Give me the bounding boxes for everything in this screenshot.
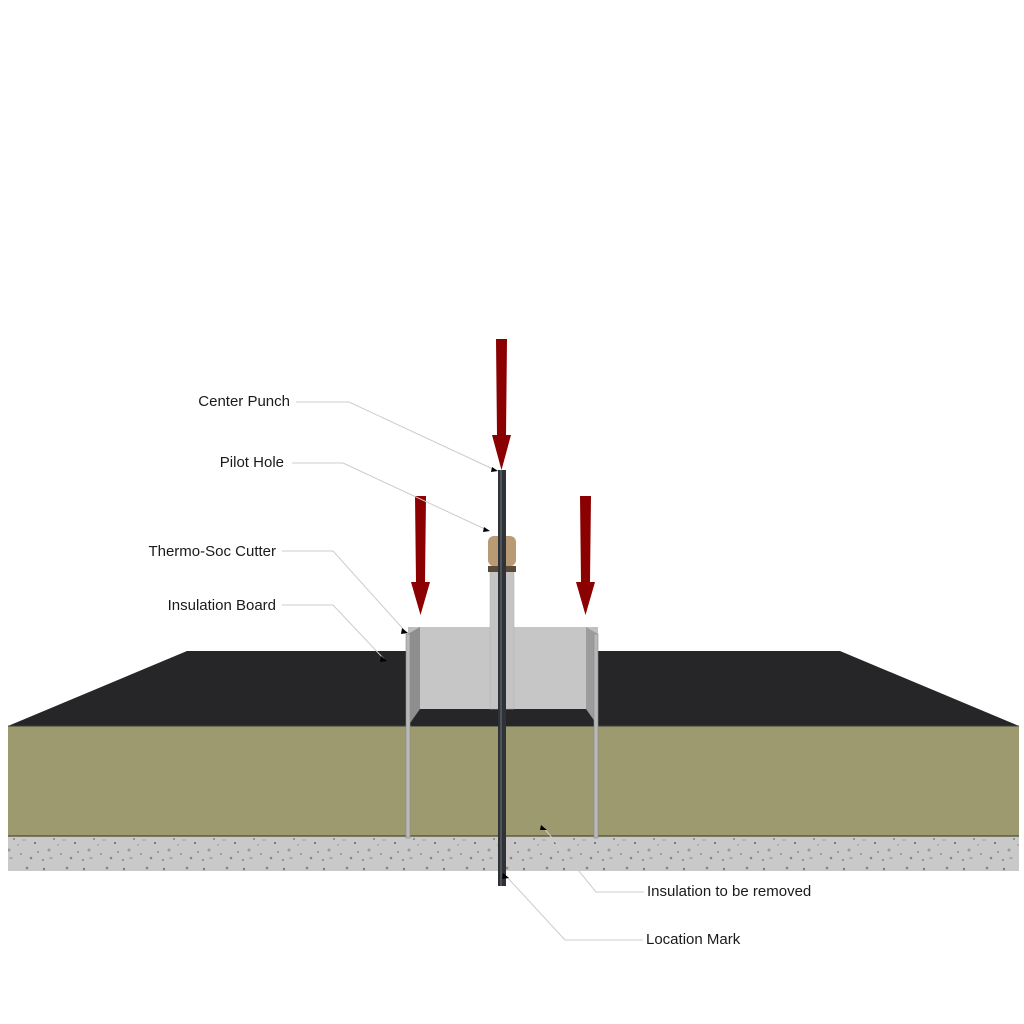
- leader-tips: [380, 467, 547, 879]
- down-arrow-icon: [411, 496, 430, 615]
- down-arrow-icon: [576, 496, 595, 615]
- label-center-punch: Center Punch: [198, 393, 290, 410]
- label-thermo-soc-cutter: Thermo-Soc Cutter: [148, 543, 276, 560]
- concrete-deck: [8, 836, 1019, 871]
- leader-lines: [282, 401, 644, 941]
- label-location-mark: Location Mark: [646, 931, 741, 948]
- label-insulation-to-be-removed: Insulation to be removed: [647, 883, 812, 900]
- label-insulation-board: Insulation Board: [167, 597, 276, 614]
- label-pilot-hole: Pilot Hole: [219, 454, 284, 471]
- insulation-layer: [8, 726, 1019, 836]
- down-arrow-icon: [492, 339, 511, 470]
